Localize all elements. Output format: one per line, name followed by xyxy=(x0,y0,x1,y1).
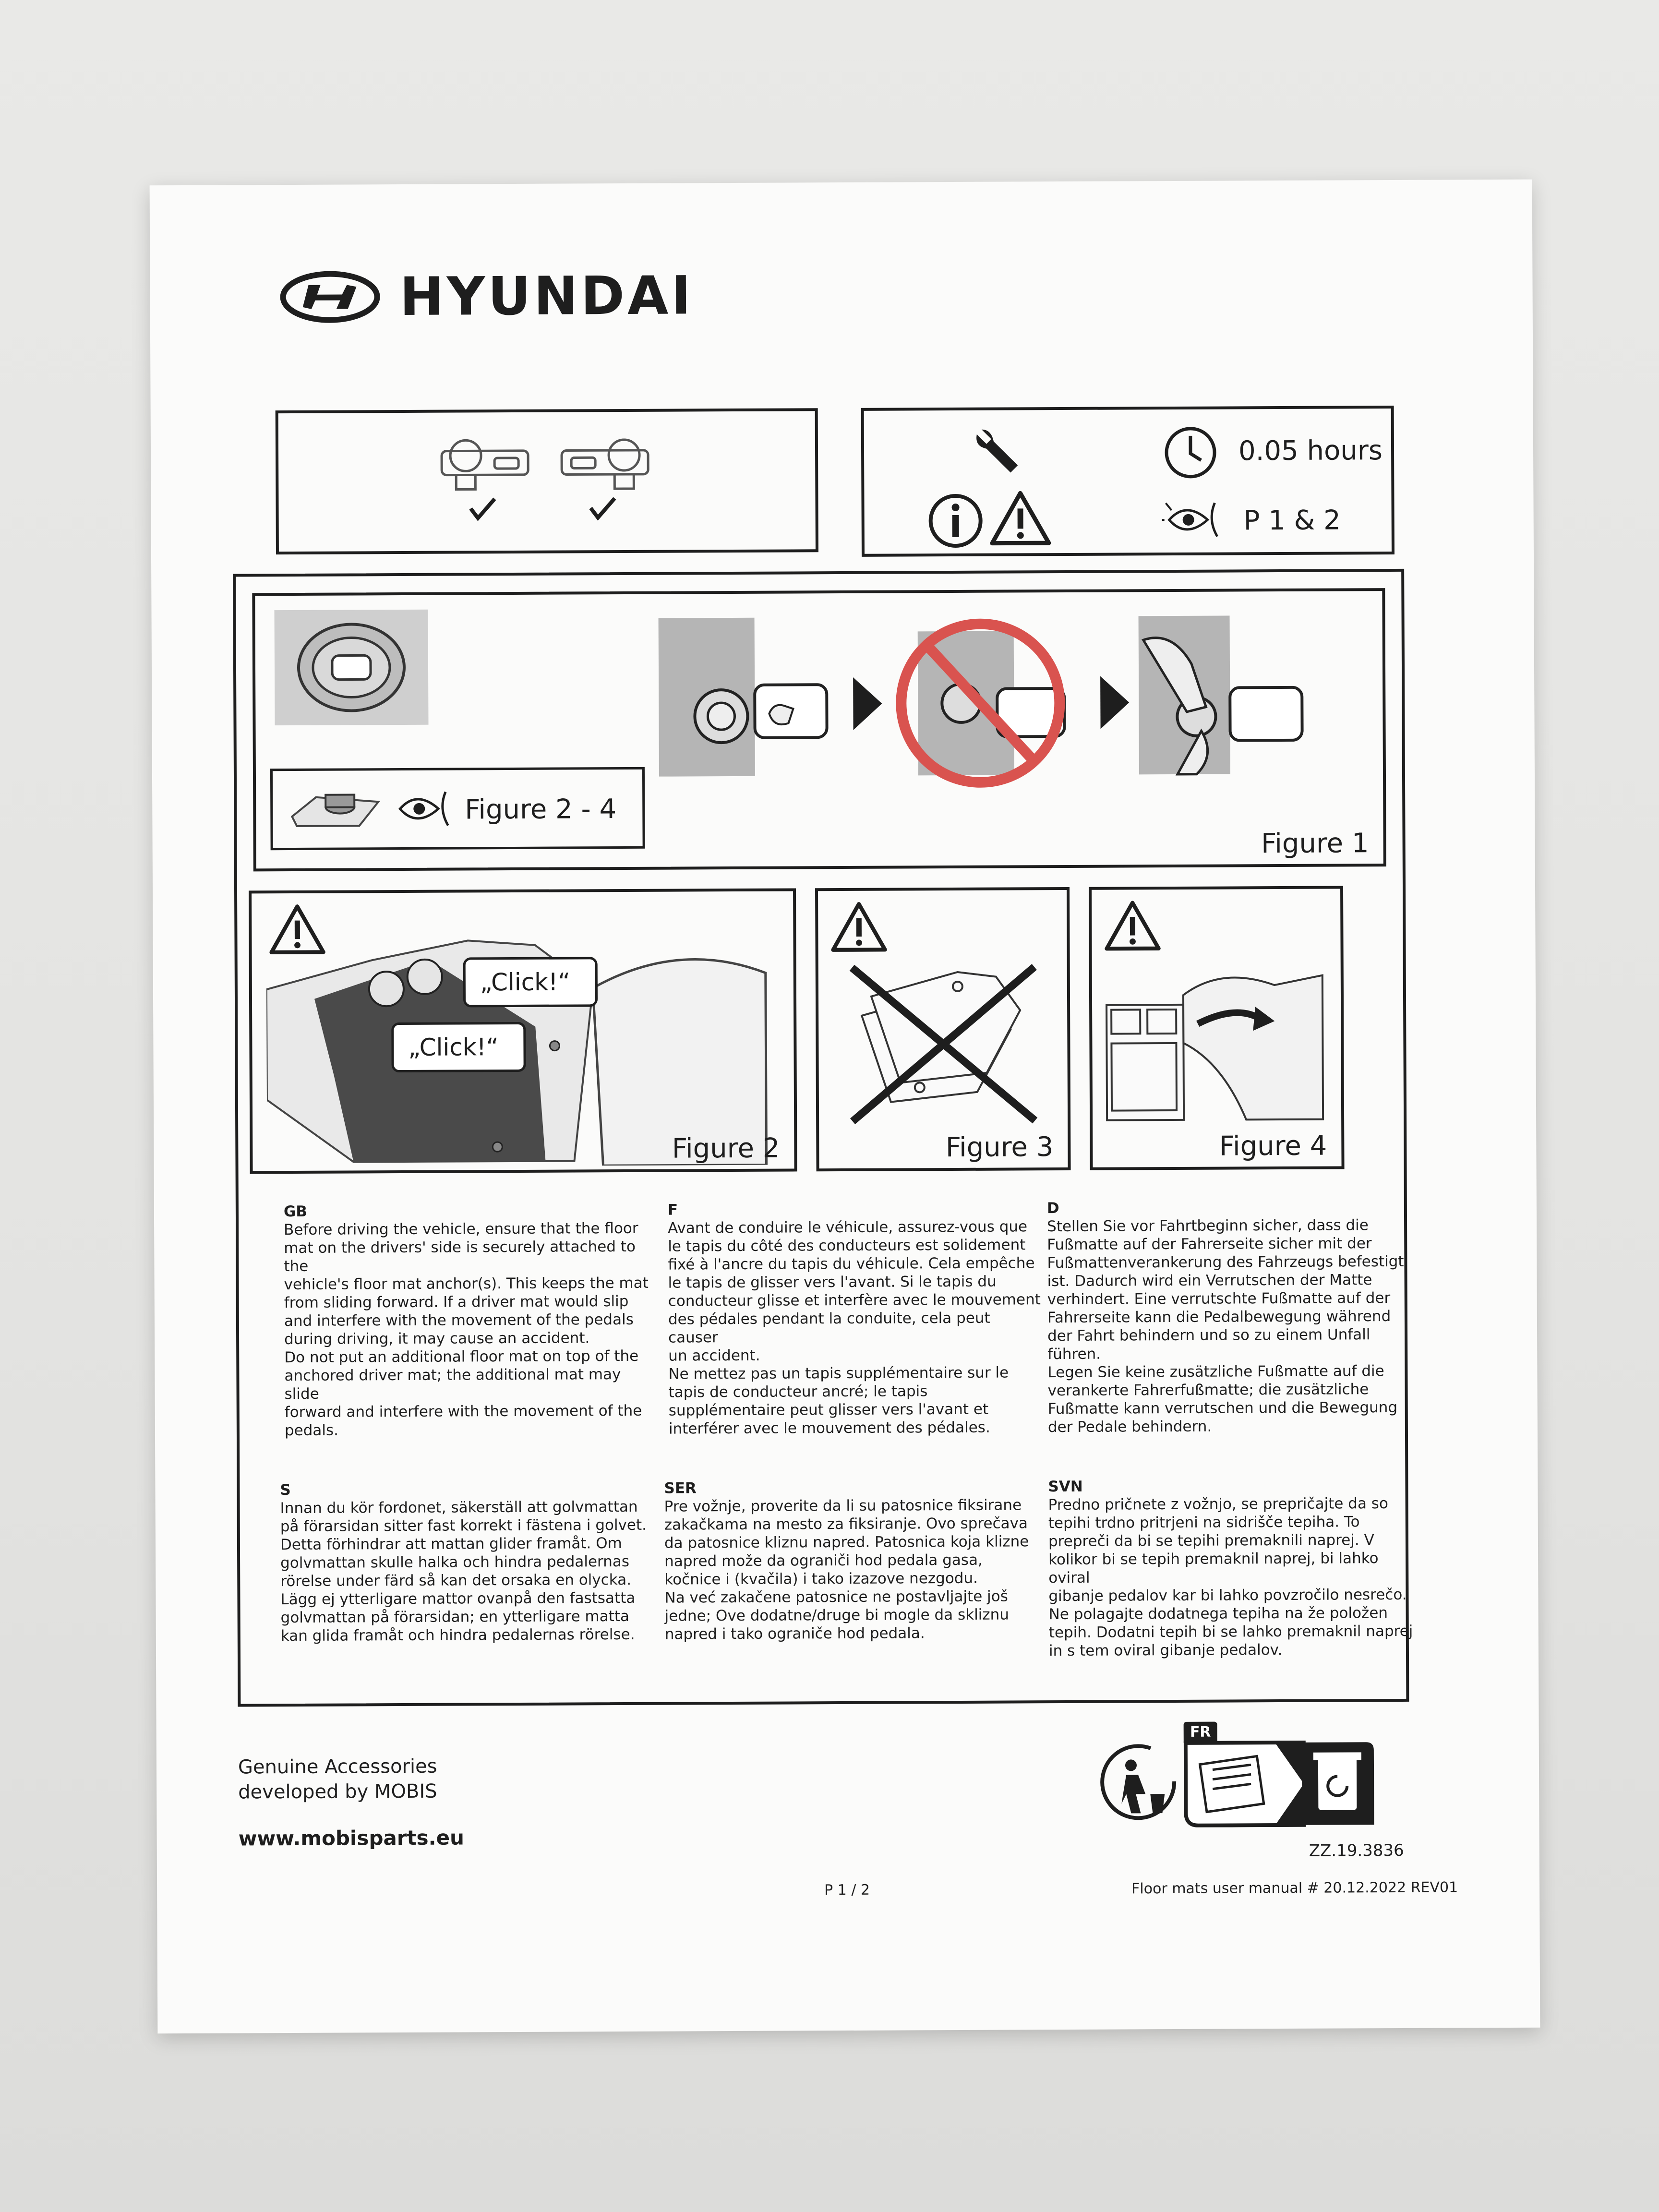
document-code: ZZ.19.3836 xyxy=(1309,1840,1404,1861)
info-icon xyxy=(928,493,983,548)
info-box: 0.05 hours P 1 & 2 xyxy=(861,405,1395,557)
eye-icon xyxy=(398,791,449,826)
eye-icon xyxy=(1162,502,1219,537)
text-gb: GB Before driving the vehicle, ensure th… xyxy=(284,1201,659,1440)
genuine-accessories: Genuine Accessories developed by MOBIS xyxy=(238,1754,437,1805)
paper-recycle-bin-icon xyxy=(1183,1740,1374,1827)
triman-logo: FR xyxy=(1183,1721,1376,1827)
hyundai-emblem-icon xyxy=(280,271,380,323)
page-number: P 1 / 2 xyxy=(824,1881,870,1899)
website-link[interactable]: www.mobisparts.eu xyxy=(238,1826,465,1851)
drive-side-box xyxy=(275,408,818,555)
manual-revision: Floor mats user manual # 20.12.2022 REV0… xyxy=(1131,1879,1458,1898)
text-svn: SVN Predno pričnete z vožnjo, se preprič… xyxy=(1048,1476,1423,1660)
figure-2-label: Figure 2 xyxy=(672,1132,780,1165)
text-s-body: Innan du kör fordonet, säkerställ att go… xyxy=(280,1498,647,1645)
instruction-sheet: HYUNDAI xyxy=(149,179,1540,2034)
remove-mat-illustration xyxy=(1106,974,1324,1121)
text-s: S Innan du kör fordonet, säkerställ att … xyxy=(280,1479,655,1645)
figure-2-box: „Click!“ „Click!“ Figure 2 xyxy=(249,888,797,1174)
anchor-clip-icon xyxy=(297,623,406,712)
figure-1-box: Figure 2 - 4 Figure 1 xyxy=(252,588,1386,872)
genuine-line-1: Genuine Accessories xyxy=(238,1755,437,1779)
lang-code-ser: SER xyxy=(664,1479,697,1497)
time-estimate: 0.05 hours xyxy=(1238,435,1383,467)
arrow-right-icon xyxy=(853,677,882,730)
lang-code-svn: SVN xyxy=(1048,1478,1083,1496)
text-d-body: Stellen Sie vor Fahrtbeginn sicher, dass… xyxy=(1047,1216,1404,1436)
arrow-right-icon xyxy=(1100,676,1130,729)
pages-reference: P 1 & 2 xyxy=(1243,505,1341,537)
figure-reference-box: Figure 2 - 4 xyxy=(270,767,645,851)
figure-4-box: Figure 4 xyxy=(1089,886,1345,1170)
text-d: D Stellen Sie vor Fahrtbeginn sicher, da… xyxy=(1047,1198,1422,1436)
text-f: F Avant de conduire le véhicule, assurez… xyxy=(668,1199,1043,1438)
click-bubble-2: „Click!“ xyxy=(391,1022,526,1073)
text-gb-body: Before driving the vehicle, ensure that … xyxy=(284,1219,649,1440)
lang-code-f: F xyxy=(667,1201,678,1219)
wrench-icon xyxy=(976,429,1018,473)
figure-reference-label: Figure 2 - 4 xyxy=(465,793,617,826)
warning-icon xyxy=(269,904,325,955)
clip-icon xyxy=(290,793,381,827)
tidyman-recycle-icon xyxy=(1100,1744,1177,1820)
warning-icon xyxy=(1105,901,1161,951)
step-press-icon xyxy=(1138,615,1304,776)
brand-name: HYUNDAI xyxy=(399,264,694,328)
lang-code-s: S xyxy=(280,1481,291,1499)
fr-badge: FR xyxy=(1183,1721,1217,1743)
text-ser: SER Pre vožnje, proverite da li su patos… xyxy=(664,1478,1039,1643)
click-bubble-1: „Click!“ xyxy=(463,957,598,1008)
warning-icon xyxy=(990,491,1051,546)
anchor-photo xyxy=(274,609,429,726)
warning-icon xyxy=(831,902,887,952)
hyundai-logo: HYUNDAI xyxy=(279,264,694,328)
step-correct-icon xyxy=(658,617,829,777)
lhd-rhd-icon xyxy=(440,438,649,521)
figure-3-box: Figure 3 xyxy=(815,887,1071,1172)
stacked-mats-prohibited-illustration xyxy=(849,964,1038,1125)
text-svn-body: Predno pričnete z vožnjo, se prepričajte… xyxy=(1048,1495,1413,1660)
figure-3-label: Figure 3 xyxy=(945,1131,1054,1164)
step-prohibited-icon xyxy=(896,618,1066,788)
text-f-body: Avant de conduire le véhicule, assurez-v… xyxy=(668,1218,1041,1438)
lang-code-gb: GB xyxy=(283,1202,308,1221)
lang-code-d: D xyxy=(1046,1200,1059,1217)
figure-1-label: Figure 1 xyxy=(1261,828,1369,860)
clock-icon xyxy=(1165,427,1216,479)
genuine-line-2: developed by MOBIS xyxy=(238,1780,437,1803)
text-ser-body: Pre vožnje, proverite da li su patosnice… xyxy=(664,1496,1029,1643)
figure-4-label: Figure 4 xyxy=(1219,1130,1327,1162)
